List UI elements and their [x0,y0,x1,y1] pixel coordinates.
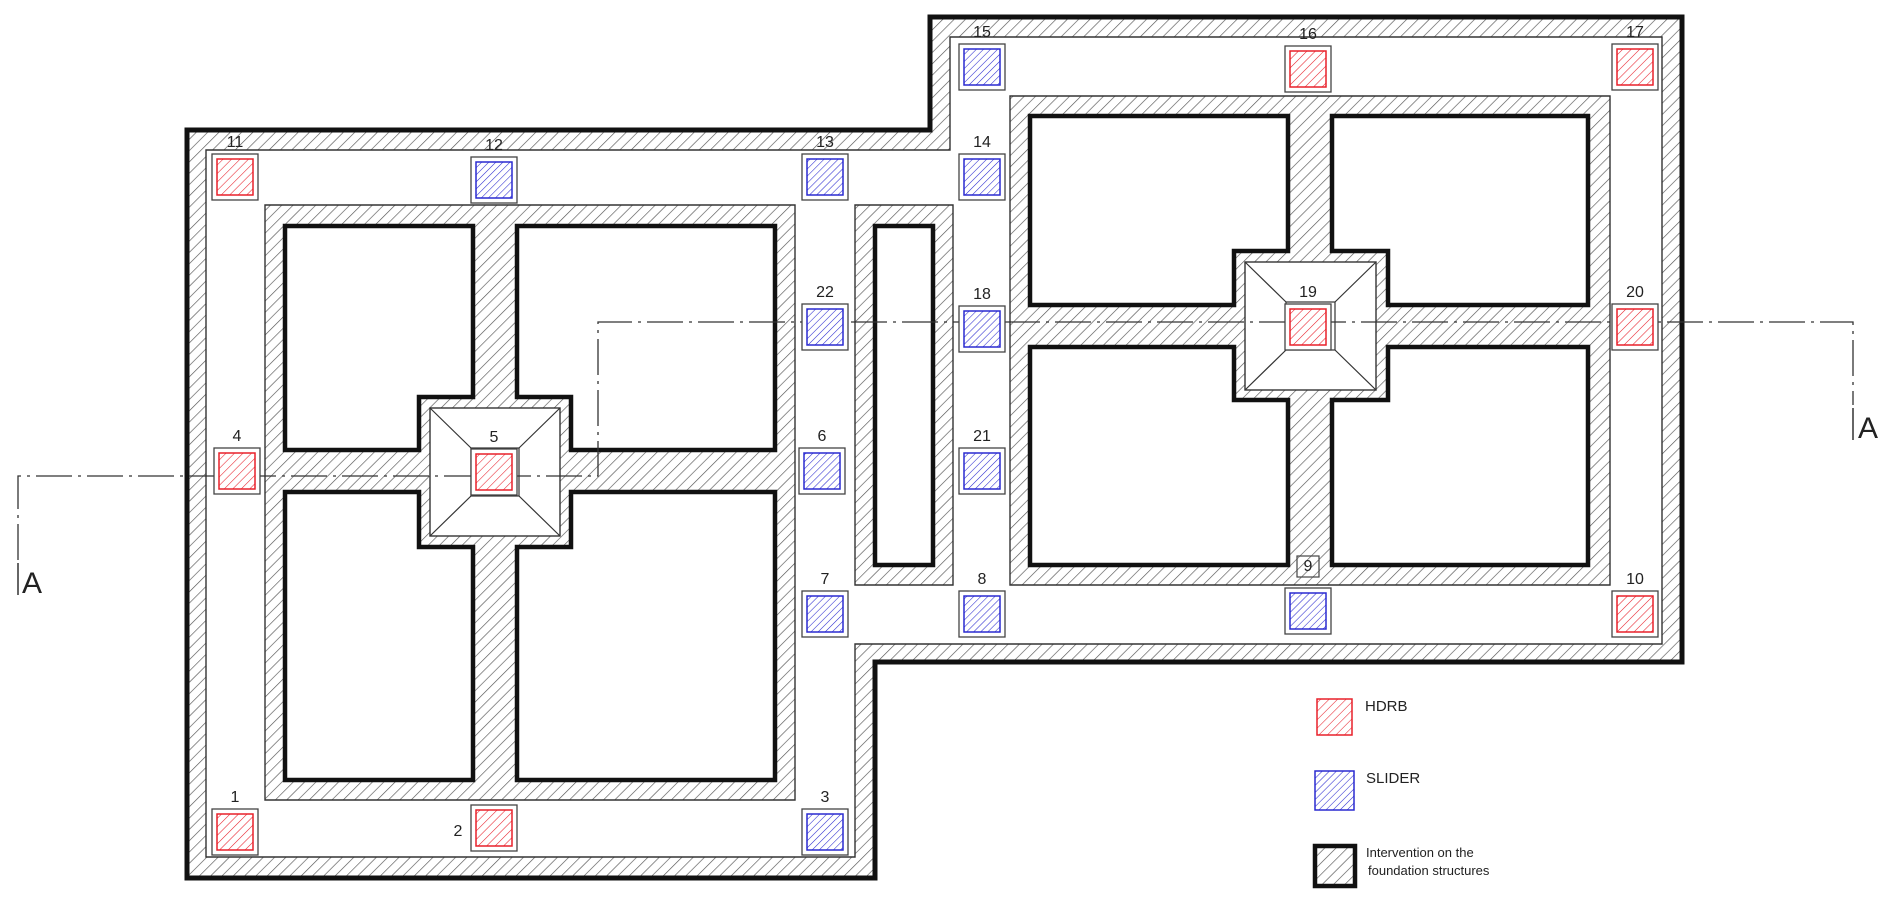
section-cut-line [17,321,1854,560]
slider-swatch [963,310,1001,348]
slider-swatch [963,595,1001,633]
hdrb-swatch [1289,308,1327,346]
right-room-outlines [1027,113,1591,568]
hdrb-swatch [216,158,254,196]
slider-swatch [806,813,844,851]
bearing-10: 10 [1611,571,1659,638]
bearing-label: 10 [1626,571,1644,588]
bearing-2: 2 [454,804,518,852]
bearing-label: 7 [821,571,830,588]
bearing-label: 16 [1299,26,1317,43]
bearing-22: 22 [801,284,849,351]
bearing-label: 22 [816,284,834,301]
legend-intervention-swatch [1312,843,1358,889]
legend-hdrb-swatch [1316,698,1353,736]
bearing-label: 11 [227,134,244,151]
hdrb-swatch [1289,50,1327,88]
bearing-6: 6 [798,428,846,495]
perimeter-inner-line [205,36,1663,858]
bearing-16: 16 [1284,26,1332,93]
bearing-5: 5 [470,429,518,496]
bearing-label: 20 [1626,284,1644,301]
bearing-label: 18 [973,286,991,303]
bearing-21: 21 [958,428,1006,495]
bearing-3: 3 [801,789,849,856]
bearing-14: 14 [958,134,1006,201]
hdrb-swatch [218,452,256,490]
bearing-label: 21 [973,428,991,445]
slider-swatch [963,452,1001,490]
bearing-18: 18 [958,286,1006,353]
slider-swatch [475,161,513,199]
slider-swatch [963,48,1001,86]
bearing-label: 17 [1626,24,1644,41]
bearing-label: 6 [818,428,827,445]
bearing-label: 19 [1299,284,1317,301]
bearing-label: 14 [973,134,991,151]
bearing-4: 4 [213,428,261,495]
bearing-17: 17 [1611,24,1659,91]
bearing-label: 8 [978,571,987,588]
slider-swatch [1289,592,1327,630]
perimeter-outer-line [184,14,1685,881]
slider-swatch [806,308,844,346]
bearing-1: 1 [211,789,259,856]
bearing-7: 7 [801,571,849,638]
slider-swatch [806,595,844,633]
bearing-label: 2 [454,823,463,840]
bearing-label: 12 [485,137,503,154]
bearing-label: 3 [821,789,830,806]
legend-slider-swatch [1314,770,1355,811]
bearing-12: 12 [470,137,518,204]
legend-slider-label: SLIDER [1366,770,1420,787]
bearing-label: 1 [231,789,240,806]
bearing-13: 13 [801,134,849,201]
bearing-label-box [1296,555,1320,578]
bearing-label: 13 [816,134,834,151]
section-label-left: A [22,567,42,600]
hdrb-swatch [1616,308,1654,346]
slider-swatch [963,158,1001,196]
hdrb-swatch [1616,48,1654,86]
bearing-label: 9 [1304,558,1313,575]
bearing-label: 15 [973,24,991,41]
bearing-9: 9 [1284,555,1332,635]
hdrb-swatch [216,813,254,851]
legend-intervention-label-2: foundation structures [1368,863,1490,878]
hdrb-swatch [475,453,513,491]
middle-block-walls [854,204,954,586]
slider-swatch [806,158,844,196]
legend-intervention-label-1: Intervention on the [1366,845,1474,860]
bearing-8: 8 [958,571,1006,638]
slider-swatch [803,452,841,490]
bearing-20: 20 [1611,284,1659,351]
hdrb-swatch [1616,595,1654,633]
section-label-right: A [1858,412,1878,445]
left-room-outlines [282,223,778,783]
legend-hdrb-label: HDRB [1365,698,1408,715]
bearing-11: 11 [211,134,259,201]
bearing-19: 19 [1284,284,1332,351]
middle-room-outline [872,223,936,568]
bearing-label: 4 [233,428,242,445]
hdrb-swatch [475,809,513,847]
bearing-label: 5 [490,429,499,446]
bearing-15: 15 [958,24,1006,91]
legend: HDRB SLIDER Intervention on the foundati… [1312,698,1490,889]
